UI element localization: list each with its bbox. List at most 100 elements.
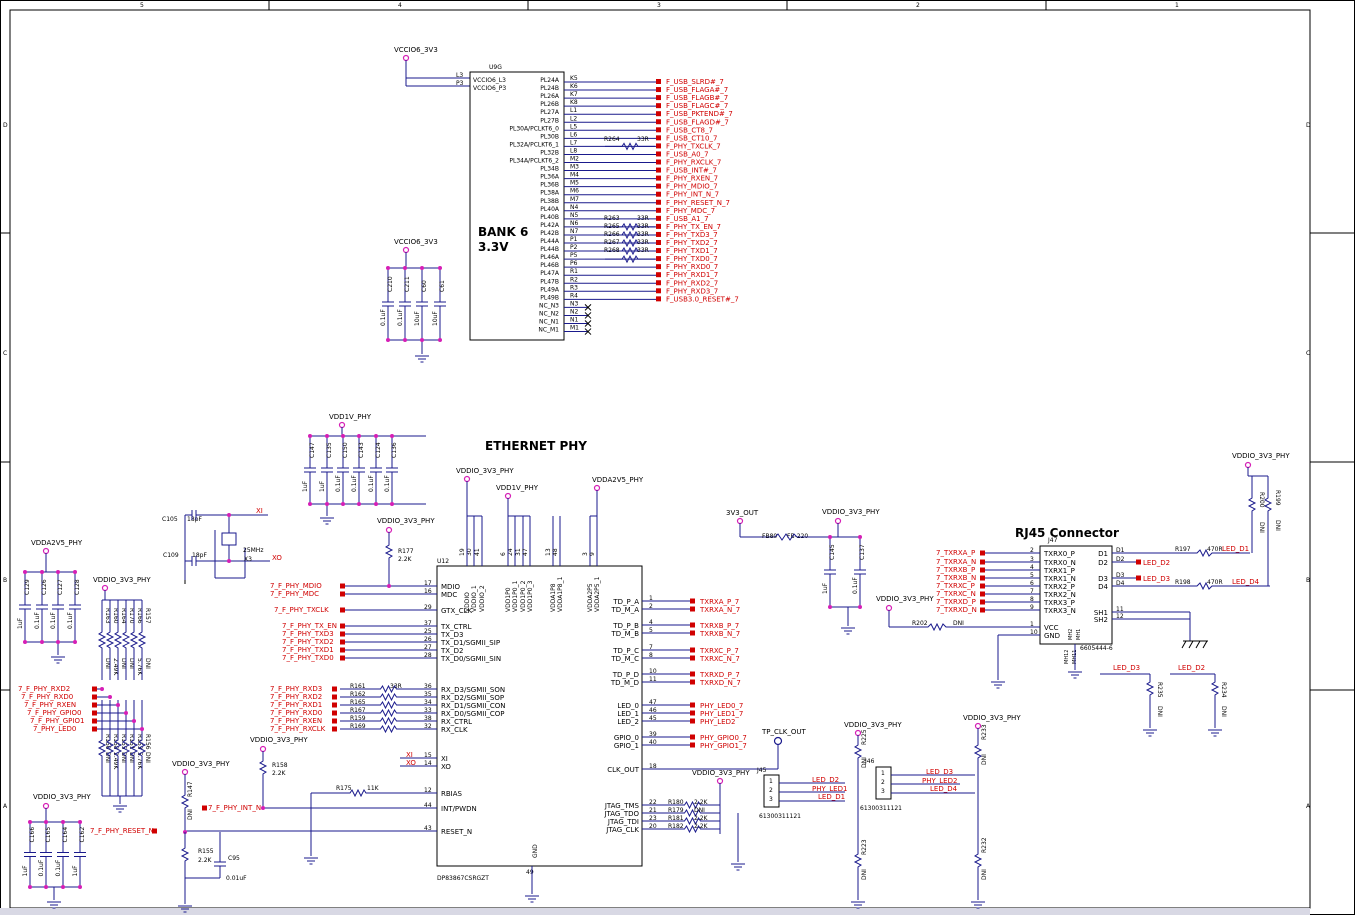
- u12-left-num-2: 29: [424, 604, 432, 611]
- u9g-pin-23: PL46B: [540, 262, 559, 269]
- u9g-ball-12: M4: [570, 172, 579, 179]
- u12-left-name-9: RX_D2/SGMII_SOP: [441, 694, 504, 702]
- j47-part: 6605444-6: [1080, 645, 1113, 652]
- vdd1v-cap-3-val: 0.1uF: [351, 475, 358, 492]
- u9g-net-23: F_PHY_RXD0_7: [666, 263, 718, 271]
- crystal-xi-net: XI: [256, 507, 263, 515]
- u9g-ref: U9G: [489, 64, 502, 71]
- frame-row-a: A: [3, 803, 8, 810]
- u12-right-val-14: 2.2K: [694, 799, 709, 806]
- j47-right-offpage-1: [1136, 559, 1141, 565]
- frame-col-3: 3: [657, 2, 661, 9]
- u12-left-net-9: 7_F_PHY_RXD2: [270, 693, 322, 701]
- j47-left-name-7: TXRX3_N: [1043, 607, 1076, 615]
- u12-left-name-0: MDIO: [441, 583, 460, 591]
- j47-left-num-0: 2: [1030, 547, 1034, 554]
- u12-left-name-17: INT/PWDN: [441, 805, 477, 813]
- u9g-ball-24: R1: [570, 268, 578, 275]
- u9g-ball-18: N6: [570, 220, 578, 227]
- led-d2-label: LED_D2: [1178, 664, 1205, 672]
- u12-left-name-3: TX_CTRL: [440, 623, 472, 631]
- u9g-offpage-5: [656, 119, 661, 125]
- j47-left-num-4: 6: [1030, 580, 1034, 587]
- u12-left-res-9: R162: [350, 691, 366, 698]
- r155-val: 2.2K: [198, 857, 213, 864]
- r200-ref: R200: [1258, 492, 1265, 508]
- rx-res-value: 33R: [390, 683, 402, 690]
- j47-right-net-2: LED_D3: [1143, 575, 1170, 583]
- r147-val: DNI: [187, 809, 194, 820]
- u12-right-res-17: R182: [668, 823, 684, 830]
- j45-pin3: 3: [769, 796, 773, 803]
- u9g-pin-26: PL49A: [540, 286, 560, 293]
- u12-pwr-name-9: VDDA2P5: [587, 583, 594, 612]
- bank6-cap-2-val: 10uF: [414, 311, 421, 326]
- u9g-pin-14: PL38A: [540, 190, 560, 197]
- j45-pin1: 1: [769, 778, 773, 785]
- u9g-pin-10: PL34A/PCLKT6_2: [509, 158, 559, 165]
- u12-left-offpage-12: [332, 718, 337, 724]
- u9g-ball-2: K7: [570, 91, 578, 98]
- v3v3-cap-1-val: 0.1uF: [852, 577, 859, 594]
- j47-left-num-7: 9: [1030, 604, 1034, 611]
- u12-left-net-0: 7_F_PHY_MDIO: [270, 582, 322, 590]
- u9g-offpage-21: [656, 248, 661, 254]
- u9g-pin-9: PL32B: [540, 149, 559, 156]
- u12-right-net-6: TXRXD_P_7: [699, 671, 740, 679]
- u12-left-name-2: GTX_CLK: [441, 607, 473, 615]
- vddio-rail-label-rj: VDDIO_3V3_PHY: [876, 595, 934, 603]
- u12-body: [436, 565, 643, 867]
- u9g-ball-15: M7: [570, 196, 579, 203]
- j47-left-offpage-0: [980, 550, 985, 556]
- strap-net-1: 7_F_PHY_RXD0: [21, 693, 73, 701]
- phy-rails: VDDIO_3V3_PHY VDD1V_PHY VDDA2V5_PHY VDDI…: [172, 467, 644, 904]
- u12-right-name-17: JTAG_CLK: [605, 826, 639, 834]
- r232-ref: R232: [981, 837, 988, 853]
- strap-up-val-5: DNI: [144, 658, 151, 669]
- u12-left-num-0: 17: [424, 580, 432, 587]
- crystal-circuit: C105 18pF C109 18pF 25MHz X3 XI XO: [162, 507, 282, 584]
- u12-right-num-12: 40: [649, 739, 657, 746]
- j46-body: [875, 766, 892, 800]
- bank6-cap-2-ref: C60: [421, 280, 428, 292]
- u12-left-net-2: 7_F_PHY_TXCLK: [274, 606, 329, 614]
- u12-right-offpage-0: [690, 598, 695, 604]
- j45-part: 61300311121: [759, 813, 801, 820]
- v3v3-cap-1-ref: C137: [859, 544, 866, 560]
- vdd1v-cap-0-ref: C147: [309, 442, 316, 458]
- u9g-body: [469, 71, 565, 341]
- u9g-net-21: F_PHY_TXD1_7: [666, 247, 718, 255]
- vdda-cap-1-ref: C126: [41, 579, 48, 595]
- j47-left-net-3: 7_TXRXB_N: [936, 574, 976, 582]
- u12-pwr-name-8: VDDA1P8_1: [557, 576, 564, 612]
- u9g-offpage-3: [656, 103, 661, 109]
- j46-net1: LED_D3: [926, 768, 953, 776]
- crystal-freq: 25MHz: [243, 547, 263, 554]
- u9g-ball-27: R4: [570, 292, 578, 299]
- frame-row-b-r: B: [1306, 577, 1310, 584]
- u12-right-num-15: 21: [649, 807, 657, 814]
- bank6-cap-0-ref: C210: [387, 276, 394, 292]
- r155-ref: R155: [198, 848, 214, 855]
- u12-left-name-13: RX_CLK: [441, 726, 468, 734]
- vddio-rail-label-strap: VDDIO_3V3_PHY: [93, 576, 151, 584]
- r225-val: DNI: [861, 757, 868, 768]
- r202-val: DNI: [953, 620, 964, 627]
- v3v3-cap-0-ref: C145: [829, 544, 836, 560]
- strap-up-ref-1: R160: [112, 608, 119, 624]
- vdd1v-cap-1-val: 1uF: [319, 480, 326, 492]
- u12-left-num-7: 28: [424, 652, 432, 659]
- j47-left-net-0: 7_TXRXA_P: [936, 549, 975, 557]
- u12-right-name-6: TD_P_D: [612, 671, 639, 679]
- j47-left-offpage-5: [980, 591, 985, 597]
- r158-val: 2.2K: [272, 770, 287, 777]
- r177-ref: R177: [398, 548, 414, 555]
- u9g-ball-13: M5: [570, 180, 579, 187]
- vdda-cap-0-val: 1uF: [17, 617, 24, 629]
- u12-left-num-3: 37: [424, 620, 432, 627]
- bank6-cap-3-ref: C61: [439, 280, 446, 292]
- vddio-decoupling: VDDIO_3V3_PHY C1661uFC1650.1uFC1640.1uFC…: [22, 793, 91, 900]
- u12-right-offpage-12: [690, 742, 695, 748]
- u12-right-num-1: 2: [649, 603, 653, 610]
- strap-offpage-1: [92, 694, 97, 700]
